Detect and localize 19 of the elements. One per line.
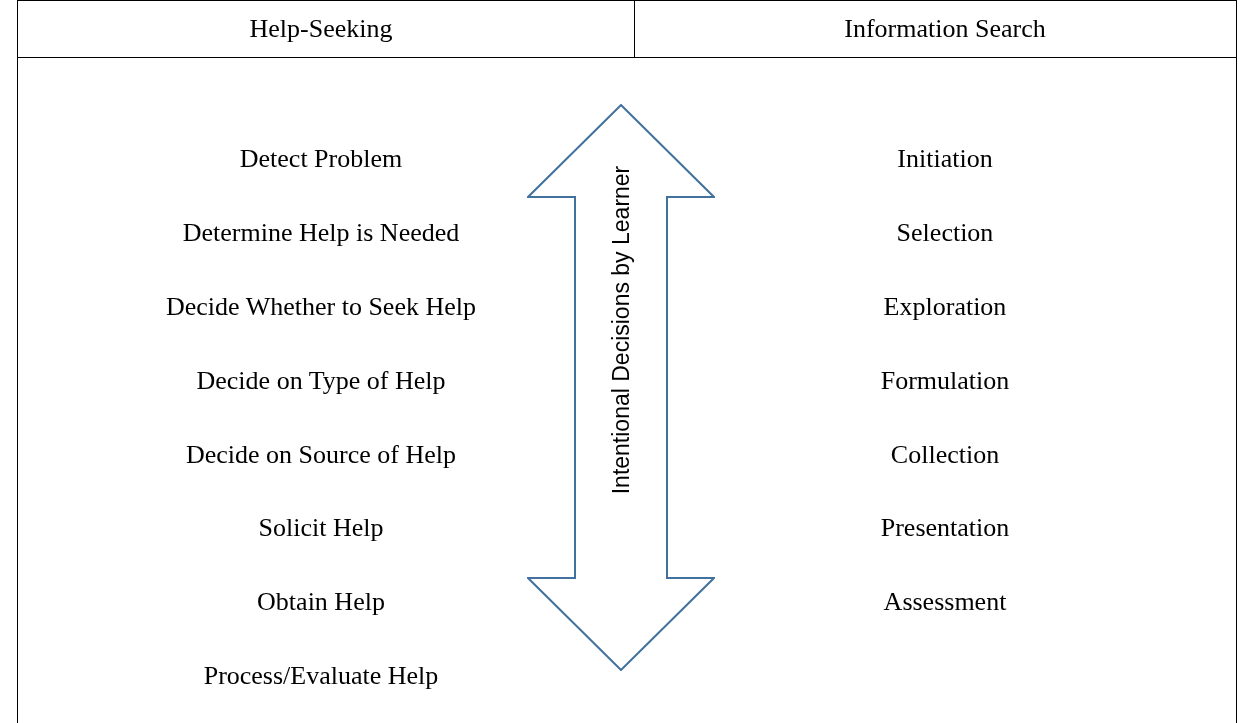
list-item: Solicit Help — [258, 513, 384, 542]
list-item: Detect Problem — [239, 144, 403, 173]
list-item: Decide on Source of Help — [186, 440, 456, 469]
list-item: Formulation — [880, 366, 1010, 395]
list-item: Selection — [896, 218, 994, 247]
list-item: Determine Help is Needed — [182, 218, 460, 247]
list-item: Assessment — [883, 587, 1007, 616]
list-item: Exploration — [883, 292, 1007, 321]
list-item: Process/Evaluate Help — [203, 661, 439, 690]
list-item: Decide on Type of Help — [196, 366, 446, 395]
arrow-label: Intentional Decisions by Learner — [608, 165, 634, 495]
list-item: Obtain Help — [257, 587, 385, 616]
list-item: Initiation — [897, 144, 993, 173]
double-arrow — [527, 104, 715, 671]
list-item: Presentation — [880, 513, 1010, 542]
list-item: Collection — [890, 440, 1000, 469]
column-header: Help-Seeking — [249, 14, 393, 43]
column-header: Information Search — [844, 14, 1046, 43]
list-item: Decide Whether to Seek Help — [166, 292, 476, 321]
